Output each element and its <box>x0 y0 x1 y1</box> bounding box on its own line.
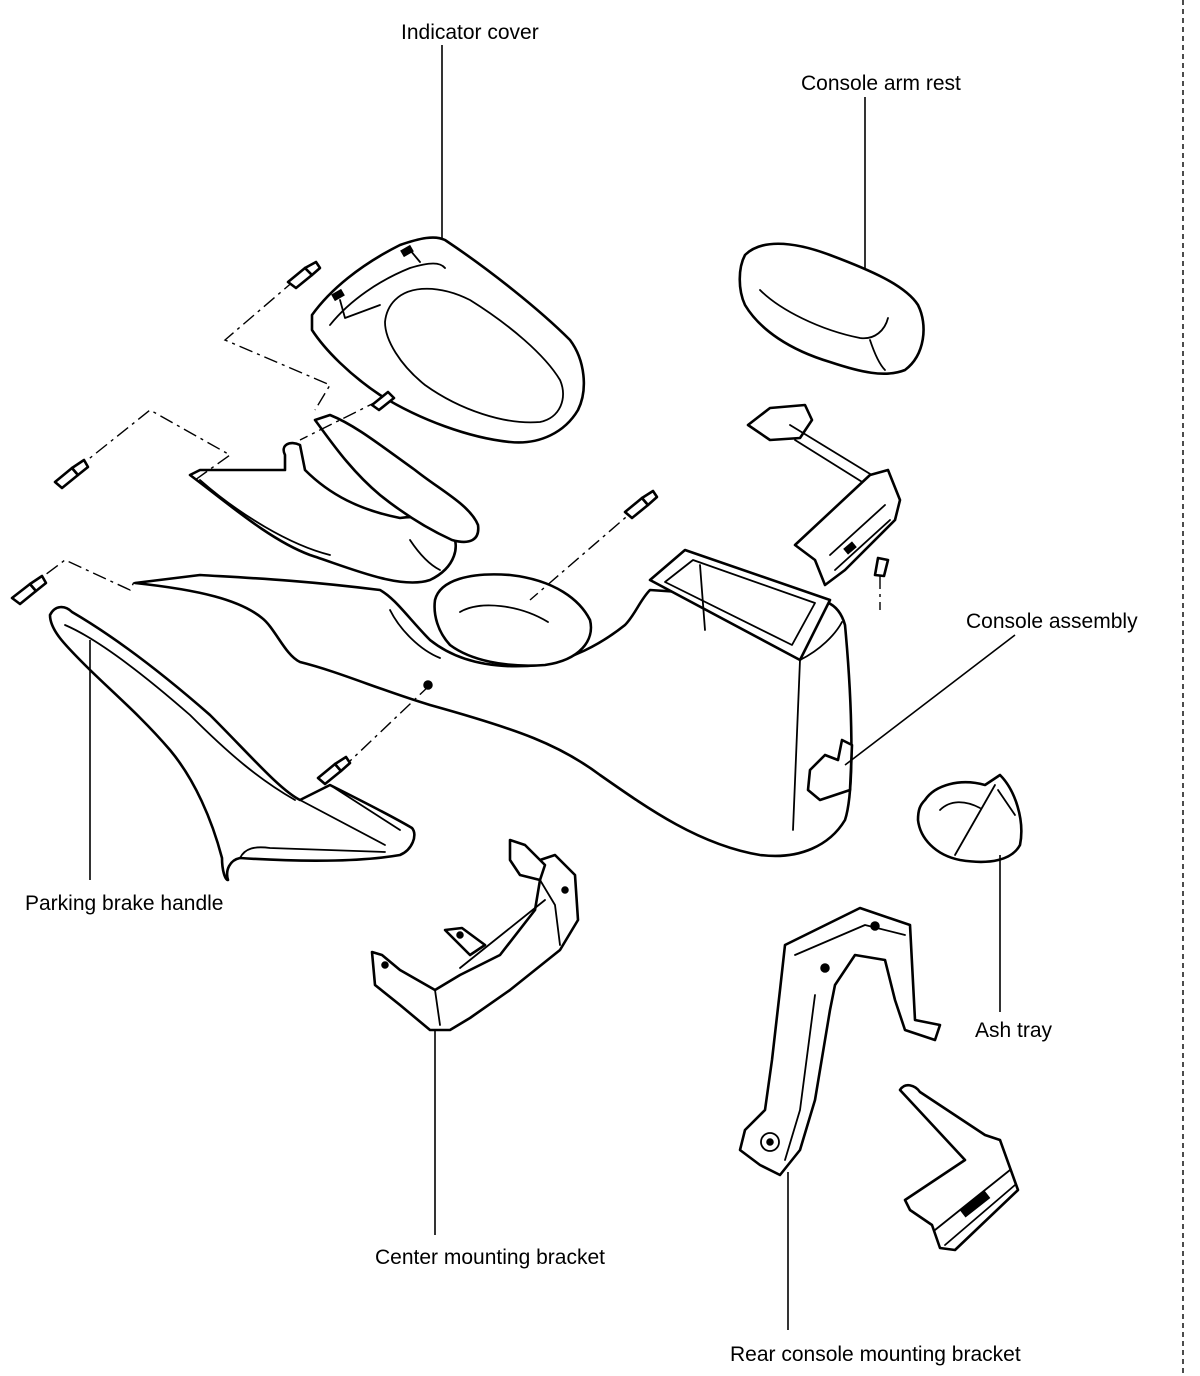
label-parking-brake-handle: Parking brake handle <box>25 892 223 915</box>
console-front-panel <box>188 413 480 584</box>
console-assembly-part <box>133 548 854 858</box>
screw <box>286 260 322 290</box>
label-ash-tray: Ash tray <box>975 1019 1053 1042</box>
console-arm-rest-part <box>738 242 925 376</box>
label-rear-console-mounting-bracket: Rear console mounting bracket <box>730 1343 1021 1366</box>
rear-hinge-bracket-part <box>898 1083 1020 1252</box>
leader-lines <box>89 45 1016 1330</box>
indicator-cover-part <box>310 236 586 444</box>
screw <box>623 489 659 520</box>
label-indicator-cover: Indicator cover <box>401 21 539 44</box>
screw <box>316 755 352 786</box>
leader-console-assembly <box>844 634 1016 766</box>
callout-labels: Indicator cover Console arm rest Console… <box>25 21 1138 1366</box>
ash-tray-part <box>916 773 1023 864</box>
label-center-mounting-bracket: Center mounting bracket <box>375 1246 605 1269</box>
center-mounting-bracket-part <box>370 838 580 1032</box>
screw <box>10 574 48 606</box>
label-console-arm-rest: Console arm rest <box>801 72 961 95</box>
rear-console-mounting-bracket-part <box>738 906 942 1177</box>
label-console-assembly: Console assembly <box>966 610 1138 633</box>
screw <box>873 556 890 578</box>
screw <box>370 390 396 412</box>
parking-brake-handle-part <box>48 605 416 882</box>
arm-rest-hinge-part <box>746 403 902 587</box>
screw <box>53 458 90 490</box>
screws-and-fastener-lines <box>10 260 890 786</box>
